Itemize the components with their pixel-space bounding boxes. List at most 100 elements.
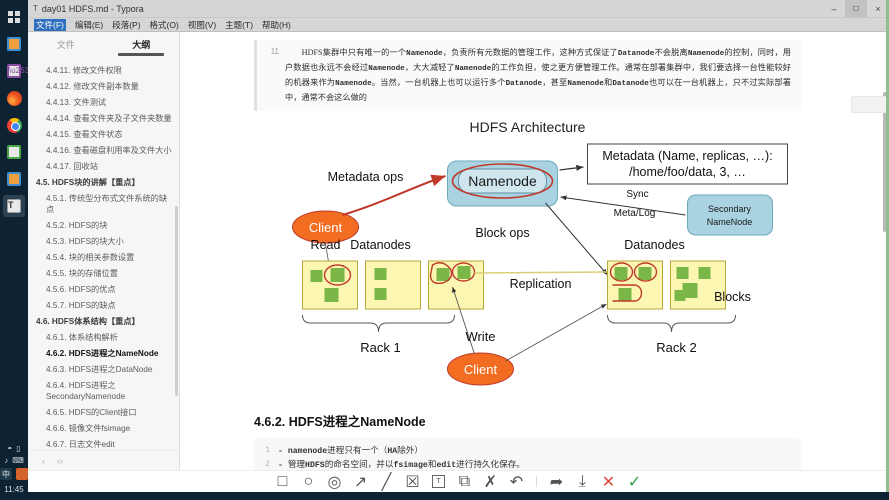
svg-text:Client: Client [309, 220, 343, 235]
svg-text:NameNode: NameNode [707, 217, 753, 227]
typora-icon[interactable]: T [3, 195, 25, 217]
close-button[interactable]: × [875, 4, 881, 14]
mosaic-tool-icon[interactable]: ☒ [405, 473, 420, 491]
outline-item[interactable]: 4.6. HDFS体系结构【重点】 [36, 316, 140, 326]
app-icon-green[interactable] [3, 141, 25, 163]
highlight-tool-icon[interactable]: ◎ [327, 473, 342, 491]
tray-ime-row[interactable]: 中 [0, 468, 28, 480]
code-line: 1- namenode进程只有一个（HA除外） [254, 444, 797, 458]
app-icon-purple[interactable]: \u2630 [3, 60, 33, 82]
outline-item[interactable]: 4.5.7. HDFS的缺点 [46, 300, 116, 310]
svg-text:Metadata (Name, replicas, …):: Metadata (Name, replicas, …): [602, 149, 772, 163]
editor-pane[interactable]: 11 HDFS集群中只有唯一的一个Namenode，负责所有元数据的管理工作，这… [180, 32, 889, 470]
outline-item[interactable]: 4.4.12. 修改文件副本数量 [46, 81, 139, 91]
outline-item[interactable]: 4.5.4. 块的相关参数设置 [46, 252, 135, 262]
source-code-mode-icon[interactable]: ‹› [57, 455, 63, 466]
svg-text:Block ops: Block ops [475, 226, 529, 240]
outline-item[interactable]: 4.6.5. HDFS的Client接口 [46, 407, 137, 417]
ime-indicator[interactable]: 中 [0, 468, 12, 480]
sidebar-scrollbar[interactable] [175, 206, 178, 396]
window-controls: – ☐ × [823, 0, 889, 18]
outline-item[interactable]: 4.4.15. 查看文件状态 [46, 129, 123, 139]
outline-item[interactable]: 4.5.6. HDFS的优点 [46, 284, 116, 294]
wifi-icon[interactable]: ◓ [7, 444, 13, 453]
menu-view[interactable]: 视图(V) [187, 19, 217, 30]
start-button[interactable] [3, 6, 25, 28]
blockquote-line-number: 11 [270, 47, 279, 56]
text-tool-icon[interactable]: T [432, 475, 445, 488]
svg-text:Replication: Replication [510, 277, 572, 291]
share-icon[interactable]: ➦ [549, 473, 564, 491]
sidebar-toggle-icon[interactable]: ‹ [42, 455, 45, 466]
undo-icon[interactable]: ↶ [509, 473, 524, 491]
app-icon-blue[interactable] [3, 168, 25, 190]
code-line: 2- 管理HDFS的命名空间，并以fsimage和edit进行持久化保存。 [254, 458, 797, 470]
menu-theme[interactable]: 主题(T) [225, 19, 254, 30]
outline-item[interactable]: 4.6.2. HDFS进程之NameNode [46, 348, 159, 358]
diagram-svg: Namenode Metadata (Name, replicas, …): /… [292, 143, 788, 386]
sidebar-footer: ‹ ‹› [28, 450, 179, 470]
outline-item[interactable]: 4.5.2. HDFS的块 [46, 220, 108, 230]
outline-item[interactable]: 4.5. HDFS块的讲解【重点】 [36, 177, 140, 187]
file-explorer-icon[interactable] [3, 33, 25, 55]
outline-item[interactable]: 4.6.3. HDFS进程之DataNode [46, 364, 153, 374]
svg-text:Rack 1: Rack 1 [360, 340, 400, 355]
outline-list[interactable]: 4.4.11. 修改文件权限 4.4.12. 修改文件副本数量 4.4.13. 文件… [28, 56, 179, 450]
outline-item[interactable]: 4.5.1. 传统型分布式文件系统的缺点 [46, 193, 168, 214]
svg-text:Client: Client [464, 362, 498, 377]
pen-tool-icon[interactable]: ╱ [381, 473, 392, 491]
sidebar-tab-files[interactable]: 文件 [56, 39, 75, 50]
svg-text:Secondary: Secondary [708, 204, 752, 214]
outline-item[interactable]: 4.5.3. HDFS的块大小 [46, 236, 124, 246]
outline-item[interactable]: 4.5.5. 块的存储位置 [46, 268, 118, 278]
windows-taskbar: \u2630 T ◓ ▯ ♪ ⌨ 中 11:45 [0, 0, 33, 500]
outline-item[interactable]: 4.4.17. 回收站 [46, 161, 98, 171]
code-block[interactable]: 1- namenode进程只有一个（HA除外）2- 管理HDFS的命名空间，并以… [254, 438, 801, 470]
menu-help[interactable]: 帮助(H) [262, 19, 291, 30]
chrome-icon[interactable] [3, 114, 25, 136]
outline-item[interactable]: 4.6.1. 体系结构解析 [46, 332, 118, 342]
save-icon[interactable]: ⤓ [578, 472, 587, 490]
confirm-icon[interactable]: ✓ [627, 473, 642, 491]
clock[interactable]: 11:45 [4, 485, 24, 494]
rectangle-tool-icon[interactable]: □ [277, 472, 288, 490]
menu-paragraph[interactable]: 段落(P) [112, 19, 141, 30]
editor-content: 11 HDFS集群中只有唯一的一个Namenode，负责所有元数据的管理工作，这… [180, 32, 889, 470]
svg-text:Meta/Log: Meta/Log [614, 208, 656, 219]
svg-text:/home/foo/data, 3, …: /home/foo/data, 3, … [629, 165, 746, 179]
ellipse-tool-icon[interactable]: ○ [303, 472, 314, 490]
sidebar-tab-outline[interactable]: 大纲 [104, 38, 180, 51]
menu-bar: 文件(F) 编辑(E) 段落(P) 格式(O) 视图(V) 主题(T) 帮助(H… [28, 18, 889, 32]
keyboard-icon[interactable]: ⌨ [12, 456, 24, 465]
menu-file[interactable]: 文件(F) [34, 18, 66, 31]
svg-text:Rack 2: Rack 2 [656, 340, 696, 355]
sidebar-tabs: 文件 大纲 [28, 32, 179, 56]
tray-volume-row[interactable]: ♪ ⌨ [0, 456, 28, 465]
battery-icon[interactable]: ▯ [16, 444, 21, 453]
outline-item[interactable]: 4.6.7. 日志文件edit [46, 439, 115, 449]
outline-item[interactable]: 4.4.16. 查看磁盘利用率及文件大小 [46, 145, 172, 155]
minimize-button[interactable]: – [831, 4, 837, 14]
maximize-button[interactable]: ☐ [845, 0, 867, 18]
firefox-icon[interactable] [3, 87, 25, 109]
eraser-tool-icon[interactable]: ✗ [483, 473, 498, 491]
arrow-tool-icon[interactable]: ↗ [353, 473, 368, 491]
menu-format[interactable]: 格式(O) [149, 19, 179, 30]
windows-logo-icon [8, 11, 20, 23]
menu-edit[interactable]: 编辑(E) [74, 19, 104, 30]
select-language-button[interactable]: 选择语言 [851, 96, 889, 113]
sticker-tool-icon[interactable]: ⧉ [458, 472, 471, 490]
outline-item[interactable]: 4.4.11. 修改文件权限 [46, 65, 122, 75]
outline-item[interactable]: 4.6.6. 镜像文件fsimage [46, 423, 131, 433]
tray-network-row[interactable]: ◓ ▯ [0, 444, 28, 453]
outline-item[interactable]: 4.4.13. 文件测试 [46, 97, 107, 107]
tray-app-icon[interactable] [16, 468, 28, 480]
selection-edge [886, 0, 889, 492]
outline-item[interactable]: 4.6.4. HDFS进程之SecondaryNamenode [46, 380, 126, 401]
editor-scrollbar[interactable] [883, 92, 887, 232]
cancel-icon[interactable]: ✕ [601, 473, 616, 491]
volume-icon[interactable]: ♪ [4, 456, 9, 465]
outline-item[interactable]: 4.4.14. 查看文件夹及子文件夹数量 [46, 113, 172, 123]
svg-text:Blocks: Blocks [714, 290, 751, 304]
